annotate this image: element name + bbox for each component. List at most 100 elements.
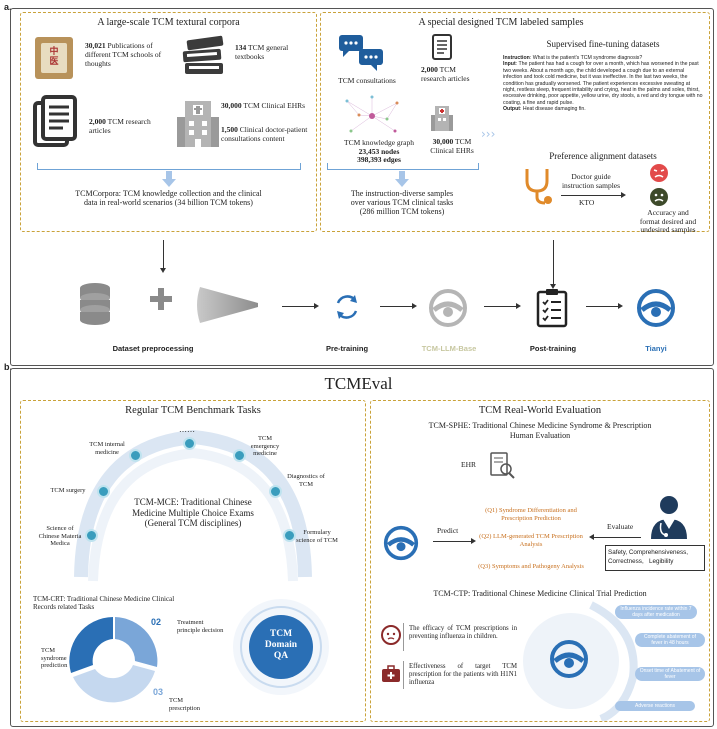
- book-badge: 中 医: [49, 46, 59, 66]
- ehr-text: TCM Clinical EHRs: [243, 101, 306, 110]
- realworld-title: TCM Real-World Evaluation: [478, 405, 602, 416]
- kg-title: TCM knowledge graph: [344, 138, 414, 147]
- sft-example: Instruction: What is the patient's TCM s…: [503, 55, 703, 113]
- textbook-stat: 134 TCM general textbooks: [235, 43, 309, 61]
- output-label: Output: [503, 106, 520, 113]
- hospital-icon: [431, 106, 453, 131]
- consult-stat: 1,500 Clinical doctor-patient consultati…: [221, 125, 311, 143]
- articles-text: TCM research articles: [89, 117, 151, 135]
- q1-item: (Q1) Syndrome Differentiation and Prescr…: [485, 507, 577, 522]
- mce-line3: (General TCM disciplines): [144, 518, 242, 528]
- model-logo-icon: [429, 289, 467, 327]
- labeled-articles-text: TCM research articles: [421, 65, 470, 83]
- doctor-icon: [651, 496, 687, 539]
- tianyi-logo-icon: [550, 640, 588, 678]
- labeled-ehr-text: TCM Clinical EHRs: [430, 137, 474, 155]
- textbook-text: TCM general textbooks: [235, 43, 289, 61]
- labeled-caption-line3: (286 million TCM tokens): [359, 207, 445, 216]
- milestone-diagnostics: Diagnostics of TCM: [287, 473, 325, 488]
- base-model-label: TCM-LLM-Base: [421, 344, 477, 353]
- step-label-2: Treatment principle decision: [177, 619, 224, 634]
- database-icon: [80, 283, 110, 325]
- chat-bubbles-icon: [339, 35, 383, 71]
- ctp-title: TCM-CTP: Traditional Chinese Medicine Cl…: [433, 589, 647, 598]
- tianyi-logo-icon: [637, 289, 675, 327]
- pub-text: Publications of different TCM schools of…: [85, 41, 162, 68]
- arrow: [586, 306, 620, 307]
- trial1-box: [403, 623, 519, 651]
- pub-stat: 30,021 Publications of different TCM sch…: [85, 41, 175, 68]
- qa-line3: QA: [273, 651, 289, 661]
- cone-icon: [197, 287, 258, 323]
- pretraining-label: Pre-training: [325, 344, 369, 353]
- outcome-pill-1: Influenza incidence rate within 7 days a…: [615, 605, 697, 619]
- step-label-1: TCM syndrome prediction: [41, 647, 68, 669]
- tianyi-logo-icon: [383, 525, 419, 561]
- step-num-1: 01: [59, 631, 70, 641]
- qa-label: TCM Domain QA: [251, 629, 311, 662]
- crt-cycle-diagram: [69, 617, 158, 703]
- corpora-caption-line1: TCMCorpora: TCM knowledge collection and…: [75, 189, 262, 198]
- plus-icon: [150, 288, 172, 310]
- sphe-title: TCM-SPHE: Traditional Chinese Medicine S…: [371, 421, 709, 440]
- cycle-icon: [336, 295, 358, 319]
- labeled-caption-line2: over various TCM clinical tasks: [350, 198, 454, 207]
- step-label-3: TCM prescription: [169, 697, 201, 712]
- criteria-box: Safety, Comprehensiveness, Correctness, …: [605, 545, 705, 571]
- trial2-text: Effectiveness of target TCM prescription…: [409, 663, 517, 686]
- accuracy-line2: format desired and: [639, 216, 697, 226]
- instruction-text: : What is the patient's TCM syndrome dia…: [529, 55, 643, 61]
- regular-title: Regular TCM Benchmark Tasks: [125, 405, 261, 416]
- labeled-ehr-count: 30,000: [432, 137, 454, 146]
- post-training-label: Post-training: [529, 344, 577, 353]
- tcmeval-title: TCMEval: [324, 374, 393, 393]
- predict-label: Predict: [437, 526, 459, 535]
- doctor-guide-label: Doctor guide instruction samples: [561, 172, 621, 190]
- knowledge-graph-icon: [345, 95, 399, 133]
- labeled-bracket: [327, 163, 479, 170]
- output-text: : Heat disease damaging fin.: [520, 106, 586, 113]
- arrow-labeled-down: [553, 240, 554, 286]
- accuracy-line1: Accuracy and: [647, 208, 689, 217]
- labeled-articles-stat: 2,000 TCM research articles: [421, 65, 481, 83]
- labeled-title: A special designed TCM labeled samples: [418, 17, 584, 28]
- panel-b-frame: [10, 368, 714, 727]
- chevrons-right-icon: ›››: [481, 127, 496, 141]
- panel-a-frame: [10, 8, 714, 366]
- evaluate-arrow: [593, 537, 641, 538]
- consult-text: Clinical doctor-patient consultations co…: [221, 125, 308, 143]
- pin-marker: [129, 449, 142, 462]
- arrowhead: [589, 534, 594, 540]
- corpora-box: A large-scale TCM textural corpora 中 医 3…: [20, 12, 317, 232]
- ehr-label: EHR: [461, 460, 476, 469]
- books-stack-icon: [182, 35, 224, 74]
- document-icon: [33, 95, 77, 147]
- crt-line2: Records related Tasks: [33, 603, 95, 611]
- arrow: [484, 306, 518, 307]
- kto-label: KTO: [579, 198, 595, 207]
- predict-arrow: [433, 541, 473, 542]
- baby-icon: [381, 625, 401, 645]
- medical-kit-icon: [382, 665, 400, 682]
- down-arrow-icon: [162, 171, 176, 187]
- sad-face-icon: [650, 164, 668, 182]
- arrow: [380, 306, 414, 307]
- labeled-caption: The instruction-diverse samples over var…: [321, 189, 483, 216]
- pin-marker: [85, 529, 98, 542]
- corpora-bracket: [37, 163, 301, 170]
- kto-arrow: [561, 195, 623, 196]
- crt-line1: TCM-CRT: Traditional Chinese Medicine Cl…: [33, 595, 175, 603]
- input-label: Input: [503, 61, 516, 68]
- final-model-label: Tianyi: [645, 344, 667, 353]
- accuracy-caption: Accuracy and format desired and undesire…: [629, 208, 707, 235]
- panel-a-label: a.: [4, 2, 12, 12]
- labeled-articles-count: 2,000: [421, 65, 438, 74]
- mce-title: TCM-MCE: Traditional Chinese Medicine Mu…: [103, 497, 283, 529]
- step-num-2: 02: [151, 617, 162, 627]
- input-text: : The patient has had a cough for over a…: [503, 61, 703, 106]
- magnifier-doc-icon: [490, 452, 515, 479]
- milestone-formulary: Formulary science of TCM: [296, 529, 338, 544]
- outcome-pill-3: Onset time of Abatement of fever: [635, 667, 705, 681]
- labeled-ehr-stat: 30,000 TCM Clinical EHRs: [421, 137, 483, 155]
- hospital-icon: [177, 101, 219, 147]
